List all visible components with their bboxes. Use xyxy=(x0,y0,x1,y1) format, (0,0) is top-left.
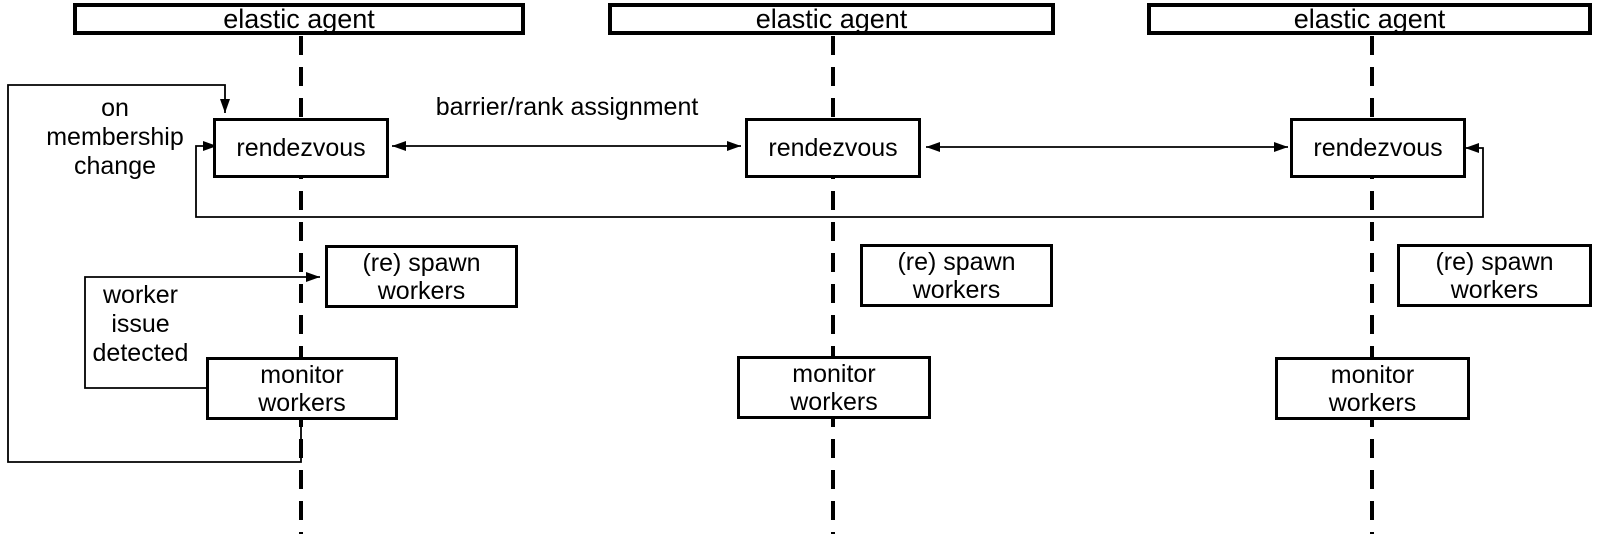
monitor-workers-box-1: monitor workers xyxy=(206,357,398,420)
rendezvous-box-3: rendezvous xyxy=(1290,118,1466,178)
monitor-workers-box-2: monitor workers xyxy=(737,356,931,419)
monitor-workers-label-1: monitor workers xyxy=(258,360,346,417)
elastic-agent-box-1: elastic agent xyxy=(73,3,525,35)
rendezvous-label-1: rendezvous xyxy=(236,134,366,162)
elastic-agent-title-2: elastic agent xyxy=(755,4,908,34)
elastic-agent-title-3: elastic agent xyxy=(1293,4,1446,34)
monitor-workers-label-2: monitor workers xyxy=(790,359,878,416)
rendezvous-label-3: rendezvous xyxy=(1313,134,1443,162)
elastic-agent-box-2: elastic agent xyxy=(608,3,1055,35)
rendezvous-sync-loop-arrow xyxy=(195,141,1484,218)
elastic-agent-box-3: elastic agent xyxy=(1147,3,1592,35)
monitor-workers-box-3: monitor workers xyxy=(1275,357,1470,420)
on-membership-change-note: on membership change xyxy=(46,94,184,180)
rendezvous-box-2: rendezvous xyxy=(745,118,921,178)
membership-change-loop-arrow xyxy=(7,84,302,463)
rendezvous-box-1: rendezvous xyxy=(213,118,389,178)
respawn-workers-box-1: (re) spawn workers xyxy=(325,245,518,308)
respawn-workers-label-2: (re) spawn workers xyxy=(897,247,1016,304)
respawn-workers-box-2: (re) spawn workers xyxy=(860,244,1053,307)
respawn-workers-label-3: (re) spawn workers xyxy=(1435,247,1554,304)
rendezvous-label-2: rendezvous xyxy=(768,134,898,162)
respawn-workers-box-3: (re) spawn workers xyxy=(1397,244,1592,307)
worker-issue-detected-note: worker issue detected xyxy=(92,281,189,367)
worker-issue-loop-arrow xyxy=(84,272,320,389)
barrier-rank-assignment-note: barrier/rank assignment xyxy=(435,93,699,121)
respawn-workers-label-1: (re) spawn workers xyxy=(362,248,481,305)
monitor-workers-label-3: monitor workers xyxy=(1328,360,1417,417)
elastic-agent-title-1: elastic agent xyxy=(223,4,375,34)
